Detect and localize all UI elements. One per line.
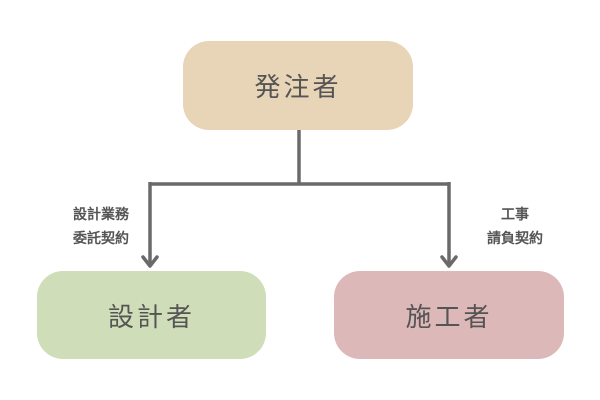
construction-contract-label-line1: 工事 <box>501 207 529 223</box>
design-contract-label: 設計業務 委託契約 <box>56 203 146 251</box>
contractor-node-label: 施工者 <box>405 302 493 333</box>
client-node-label: 発注者 <box>254 73 342 103</box>
client-node: 発注者 <box>183 41 413 130</box>
contractor-node: 施工者 <box>334 271 564 359</box>
designer-node: 設計者 <box>37 271 266 359</box>
designer-node-label: 設計者 <box>107 302 195 333</box>
arrowhead-designer-icon <box>141 255 159 268</box>
construction-contract-label-line2: 請負契約 <box>487 231 543 247</box>
design-contract-label-line2: 委託契約 <box>73 231 129 247</box>
design-contract-label-line1: 設計業務 <box>73 207 129 223</box>
arrowhead-contractor-icon <box>440 255 458 268</box>
construction-contract-label: 工事 請負契約 <box>470 203 560 251</box>
